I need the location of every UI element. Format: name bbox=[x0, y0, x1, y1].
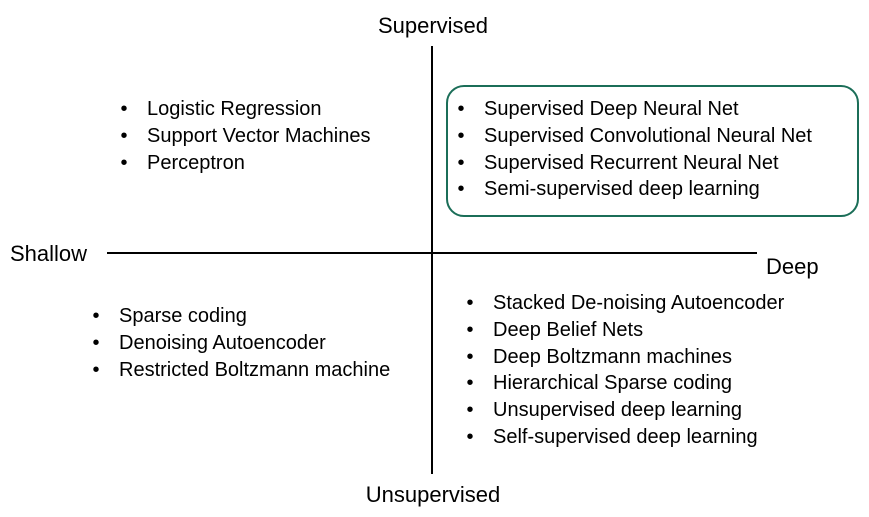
bullet-icon: • bbox=[457, 124, 465, 147]
axis-label-shallow: Shallow bbox=[10, 241, 88, 266]
list-item-label: Restricted Boltzmann machine bbox=[119, 358, 391, 381]
axis-label-unsupervised: Unsupervised bbox=[365, 482, 501, 507]
bullet-icon: • bbox=[92, 358, 100, 381]
list-item-label: Logistic Regression bbox=[147, 98, 322, 120]
list-item-label: Hierarchical Sparse coding bbox=[493, 372, 733, 395]
list-item: • Sparse coding bbox=[90, 303, 390, 330]
bullet-icon: • bbox=[466, 425, 474, 448]
list-item-label: Support Vector Machines bbox=[147, 124, 371, 147]
quadrant-unsupervised-shallow: • Sparse coding • Denoising Autoencoder • Res… bbox=[90, 303, 390, 383]
bullet-icon: • bbox=[466, 292, 474, 314]
list-item-label: Unsupervised deep learning bbox=[493, 399, 743, 422]
vertical-axis bbox=[431, 46, 433, 474]
highlight-box-supervised-deep bbox=[446, 85, 859, 217]
list-item: • Semi-supervised deep learning bbox=[455, 176, 812, 203]
list-item: • Support Vector Machines bbox=[118, 123, 370, 150]
axis-label-supervised: Supervised bbox=[377, 13, 489, 38]
bullet-icon: • bbox=[466, 318, 474, 341]
bullet-icon: • bbox=[120, 151, 128, 174]
list-item: • Supervised Recurrent Neural Net bbox=[455, 150, 812, 177]
list-item-label: Stacked De-noising Autoencoder bbox=[493, 292, 785, 314]
list-item: • Deep Belief Nets bbox=[464, 317, 784, 344]
list-item: • Unsupervised deep learning bbox=[464, 397, 784, 424]
quadrant-supervised-shallow: • Logistic Regression • Support Vector Mach… bbox=[118, 96, 370, 176]
list-item: • Stacked De-noising Autoencoder bbox=[464, 290, 784, 317]
bullet-icon: • bbox=[457, 151, 465, 174]
list-item-label: Supervised Convolutional Neural Net bbox=[484, 124, 812, 147]
bullet-icon: • bbox=[466, 372, 474, 395]
list-item-label: Self-supervised deep learning bbox=[493, 425, 758, 448]
list-item-label: Perceptron bbox=[147, 151, 245, 174]
list-item-label: Deep Belief Nets bbox=[493, 318, 644, 341]
list-item: • Perceptron bbox=[118, 150, 370, 177]
bullet-icon: • bbox=[92, 305, 100, 327]
list-item-label: Supervised Recurrent Neural Net bbox=[484, 151, 779, 174]
list-item-label: Semi-supervised deep learning bbox=[484, 178, 760, 201]
bullet-icon: • bbox=[466, 345, 474, 368]
axis-label-deep: Deep bbox=[766, 254, 819, 279]
list-item: • Self-supervised deep learning bbox=[464, 424, 784, 451]
bullet-icon: • bbox=[466, 399, 474, 422]
bullet-icon: • bbox=[120, 98, 128, 120]
list-item: • Deep Boltzmann machines bbox=[464, 344, 784, 371]
bullet-icon: • bbox=[120, 124, 128, 147]
bullet-icon: • bbox=[457, 98, 465, 120]
list-item: • Logistic Regression bbox=[118, 96, 370, 123]
quadrant-supervised-deep: • Supervised Deep Neural Net • Supervised C… bbox=[455, 96, 812, 203]
horizontal-axis bbox=[107, 252, 757, 254]
bullet-icon: • bbox=[92, 331, 100, 354]
bullet-icon: • bbox=[457, 178, 465, 201]
list-item: • Denoising Autoencoder bbox=[90, 330, 390, 357]
list-item-label: Supervised Deep Neural Net bbox=[484, 98, 739, 120]
list-item-label: Denoising Autoencoder bbox=[119, 331, 326, 354]
list-item: • Supervised Deep Neural Net bbox=[455, 96, 812, 123]
list-item: • Restricted Boltzmann machine bbox=[90, 357, 390, 384]
list-item: • Hierarchical Sparse coding bbox=[464, 370, 784, 397]
list-item-label: Deep Boltzmann machines bbox=[493, 345, 733, 368]
quadrant-unsupervised-deep: • Stacked De-noising Autoencoder • Deep Bel… bbox=[464, 290, 784, 451]
list-item-label: Sparse coding bbox=[119, 305, 247, 327]
list-item: • Supervised Convolutional Neural Net bbox=[455, 123, 812, 150]
